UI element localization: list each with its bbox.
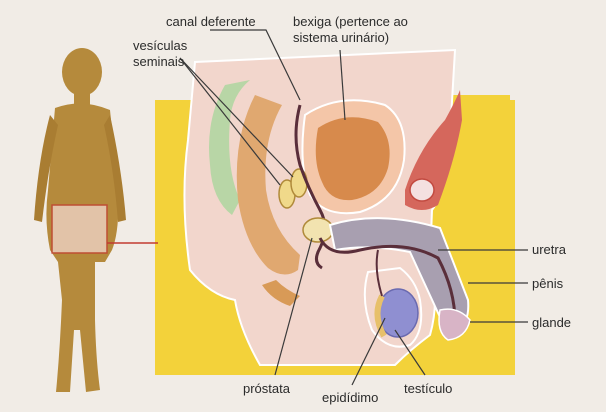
label-bexiga-line2: sistema urinário)	[293, 30, 389, 45]
label-testiculo: testículo	[404, 381, 452, 396]
pubic-bone	[410, 179, 434, 201]
label-glande: glande	[532, 315, 571, 330]
label-vesiculas-line2: seminais	[133, 54, 185, 69]
label-penis: pênis	[532, 276, 564, 291]
label-epididimo: epidídimo	[322, 390, 378, 405]
highlight-box	[52, 205, 107, 253]
label-bexiga-line1: bexiga (pertence ao	[293, 14, 408, 29]
label-vesiculas-line1: vesículas	[133, 38, 188, 53]
label-canal-deferente: canal deferente	[166, 14, 256, 29]
label-uretra: uretra	[532, 242, 567, 257]
label-prostata: próstata	[243, 381, 291, 396]
prostate	[303, 218, 333, 242]
